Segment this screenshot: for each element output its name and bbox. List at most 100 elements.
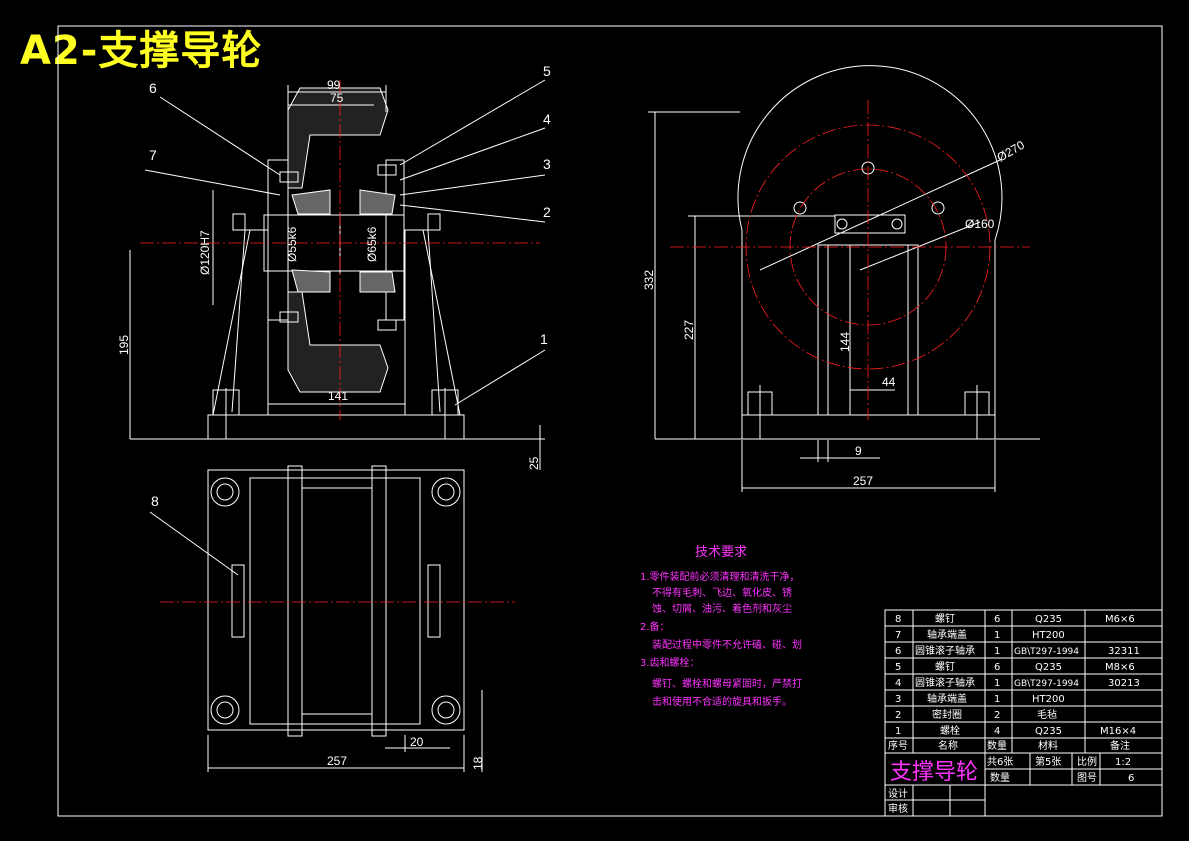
tech-req-title: 技术要求 bbox=[695, 545, 747, 560]
bom-row: 2 密封圈 2 毛毡 bbox=[895, 708, 1057, 721]
tech-req-line-7: 螺钉、螺栓和螺母紧固时，严禁打 bbox=[652, 677, 802, 690]
dim-plate: 9 bbox=[855, 444, 862, 458]
bom-name: 螺钉 bbox=[935, 661, 955, 673]
bom-no: 7 bbox=[895, 630, 901, 641]
bom-name: 密封圈 bbox=[932, 708, 962, 721]
bom-note: M16×4 bbox=[1100, 726, 1136, 737]
bom-row: 6 圆锥滚子轴承 1 GB\T297-1994 32311 bbox=[895, 644, 1140, 657]
drawing-frame bbox=[57, 25, 1163, 817]
side-view-centerlines bbox=[670, 100, 1030, 420]
title-block-total-sheets: 共6张 bbox=[987, 756, 1013, 768]
bom-row: 1 螺栓 4 Q235 M16×4 bbox=[895, 724, 1136, 737]
bom-qty: 6 bbox=[994, 614, 1000, 625]
title-block-qty-label: 数量 bbox=[990, 771, 1010, 784]
dim-axle-height: 227 bbox=[682, 320, 696, 340]
bom-material: GB\T297-1994 bbox=[1014, 679, 1079, 689]
bom-header-note: 备注 bbox=[1110, 739, 1130, 752]
title-block-drawing-name: 支撑导轮 bbox=[890, 760, 978, 785]
dim-inner-dia: Ø160 bbox=[965, 217, 995, 231]
dim-wheel-width: 75 bbox=[330, 91, 344, 105]
bom-no: 8 bbox=[895, 614, 901, 625]
bom-name: 螺钉 bbox=[935, 613, 955, 625]
bom-qty: 1 bbox=[994, 678, 1000, 689]
front-view bbox=[129, 79, 546, 470]
sheet-title: A2-支撑导轮 bbox=[20, 28, 263, 74]
part-number-1: 1 bbox=[540, 331, 548, 347]
technical-requirements: 技术要求 1.零件装配前必须清理和清洗干净， 不得有毛刺、飞边、氧化皮、锈 蚀、… bbox=[640, 545, 802, 708]
part-number-2: 2 bbox=[543, 204, 551, 220]
dim-bolt-offset: 20 bbox=[410, 735, 424, 749]
wheel-section-top bbox=[287, 87, 389, 189]
bom-qty: 1 bbox=[994, 646, 1000, 657]
bom-row: 5 螺钉 6 Q235 M8×6 bbox=[895, 661, 1135, 673]
title-block bbox=[884, 752, 1163, 817]
bom-header-no: 序号 bbox=[888, 739, 908, 752]
dim-offset: 44 bbox=[882, 375, 896, 389]
dim-center-height: 195 bbox=[117, 335, 131, 355]
tech-req-line-3: 蚀、切屑、油污、着色剂和灰尘 bbox=[652, 602, 792, 615]
bom-material: GB\T297-1994 bbox=[1014, 647, 1079, 657]
bom-note: 30213 bbox=[1108, 678, 1140, 689]
bom-material: 毛毡 bbox=[1037, 708, 1057, 721]
tech-req-line-4: 2.备： bbox=[640, 620, 670, 633]
bom-qty: 1 bbox=[994, 630, 1000, 641]
tech-req-line-5: 装配过程中零件不允许磕、碰、划 bbox=[652, 638, 802, 651]
tech-req-line-8: 击和使用不合适的旋具和扳手。 bbox=[652, 695, 792, 708]
bom-material: HT200 bbox=[1032, 694, 1065, 705]
dim-top-length: 257 bbox=[327, 754, 347, 768]
title-block-sheet-no: 第5张 bbox=[1035, 755, 1061, 768]
bom-qty: 4 bbox=[994, 726, 1000, 737]
bom-material: Q235 bbox=[1035, 726, 1062, 737]
title-block-fig-label: 图号 bbox=[1077, 772, 1097, 784]
bom-material: HT200 bbox=[1032, 630, 1065, 641]
front-view-centerlines bbox=[140, 80, 540, 420]
bom-no: 1 bbox=[895, 726, 901, 737]
tech-req-line-1: 1.零件装配前必须清理和清洗干净， bbox=[640, 570, 800, 583]
bom-no: 5 bbox=[895, 662, 901, 673]
bom-material: Q235 bbox=[1035, 662, 1062, 673]
bill-of-materials bbox=[884, 609, 1163, 754]
top-view bbox=[149, 465, 483, 772]
bom-name: 螺栓 bbox=[940, 724, 960, 737]
dim-base-thickness: 25 bbox=[527, 456, 541, 470]
bom-qty: 1 bbox=[994, 694, 1000, 705]
bom-name: 圆锥滚子轴承 bbox=[915, 644, 975, 657]
title-block-scale: 1:2 bbox=[1115, 757, 1131, 768]
bom-header-material: 材料 bbox=[1038, 739, 1058, 752]
bom-header: 序号 名称 数量 材料 备注 bbox=[888, 739, 1130, 752]
dim-edge: 18 bbox=[471, 756, 485, 770]
part-number-5: 5 bbox=[543, 63, 551, 79]
bom-name: 轴承端盖 bbox=[927, 628, 967, 641]
bom-row: 7 轴承端盖 1 HT200 bbox=[895, 628, 1065, 641]
dim-rib-height: 144 bbox=[838, 332, 852, 352]
side-view bbox=[648, 65, 1040, 492]
bom-no: 6 bbox=[895, 646, 901, 657]
dim-shaft-dia-2: Ø65k6 bbox=[365, 226, 379, 262]
dim-span: 141 bbox=[328, 389, 348, 403]
dim-overall-width: 99 bbox=[327, 78, 341, 92]
part-number-8: 8 bbox=[151, 493, 159, 509]
title-block-designer: 设计 bbox=[888, 787, 908, 800]
bom-no: 2 bbox=[895, 710, 901, 721]
bom-header-qty: 数量 bbox=[987, 739, 1007, 752]
title-block-reviewer: 审核 bbox=[888, 802, 908, 815]
bom-note: 32311 bbox=[1108, 646, 1140, 657]
bom-header-name: 名称 bbox=[938, 739, 958, 752]
title-block-fig-no: 6 bbox=[1128, 773, 1134, 784]
bom-material: Q235 bbox=[1035, 614, 1062, 625]
dim-hole-dia: Ø120H7 bbox=[198, 230, 212, 275]
bom-row: 4 圆锥滚子轴承 1 GB\T297-1994 30213 bbox=[895, 676, 1140, 689]
bom-name: 轴承端盖 bbox=[927, 692, 967, 705]
title-block-scale-label: 比例 bbox=[1077, 755, 1097, 768]
bom-name: 圆锥滚子轴承 bbox=[915, 676, 975, 689]
bom-rows: 8 螺钉 6 Q235 M6×6 7 轴承端盖 1 HT200 6 圆锥滚子轴承… bbox=[888, 613, 1140, 752]
tech-req-line-6: 3.齿和螺栓： bbox=[640, 656, 700, 669]
bom-no: 3 bbox=[895, 694, 901, 705]
dim-height: 332 bbox=[642, 270, 656, 290]
part-number-4: 4 bbox=[543, 111, 551, 127]
part-number-3: 3 bbox=[543, 156, 551, 172]
bom-row: 3 轴承端盖 1 HT200 bbox=[895, 692, 1065, 705]
tech-req-line-2: 不得有毛刺、飞边、氧化皮、锈 bbox=[652, 586, 792, 599]
bom-row: 8 螺钉 6 Q235 M6×6 bbox=[895, 613, 1135, 625]
